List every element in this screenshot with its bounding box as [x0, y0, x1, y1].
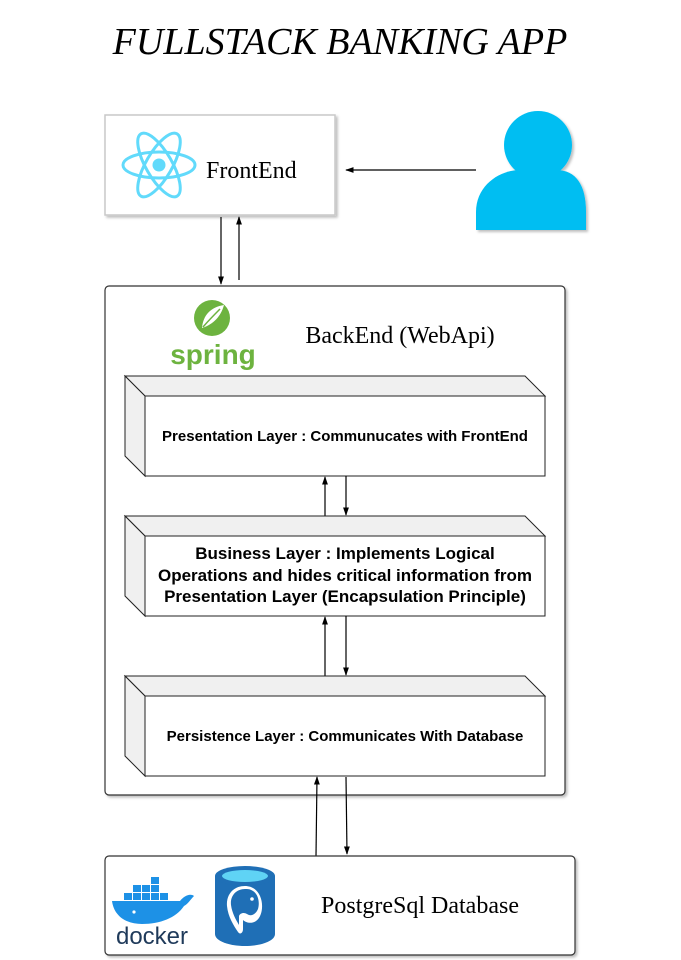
arrow-persistence-to-database: [343, 776, 350, 855]
postgres-database-icon: [215, 866, 275, 946]
persistence-layer-label: Persistence Layer : Communicates With Da…: [167, 728, 524, 745]
spring-leaf-icon: [194, 300, 230, 336]
spring-logo: spring: [170, 300, 256, 370]
arrow-database-to-persistence: [313, 776, 320, 857]
business-layer-label-line2: Operations and hides critical informatio…: [158, 566, 532, 585]
react-atom-icon: [121, 131, 197, 199]
business-layer: Business Layer : Implements Logical Oper…: [123, 514, 547, 618]
spring-logo-text: spring: [170, 339, 256, 370]
persistence-layer: Persistence Layer : Communicates With Da…: [123, 674, 547, 778]
backend-label: BackEnd (WebApi): [305, 323, 494, 349]
presentation-layer-label: Presentation Layer : Communucates with F…: [162, 428, 528, 445]
frontend-label: FrontEnd: [206, 158, 297, 184]
docker-logo: docker: [112, 877, 194, 950]
diagram-title: FULLSTACK BANKING APP: [112, 21, 568, 63]
database-label: PostgreSql Database: [321, 893, 519, 919]
business-layer-label-line3: Presentation Layer (Encapsulation Princi…: [164, 587, 526, 606]
backend-box: spring BackEnd (WebApi) Presentation Lay…: [104, 285, 566, 796]
presentation-layer: Presentation Layer : Communucates with F…: [123, 374, 547, 478]
docker-logo-text: docker: [116, 923, 188, 950]
docker-whale-icon: [112, 877, 194, 924]
database-box: docker PostgreSql Database: [104, 855, 576, 956]
user-person-icon: [476, 111, 586, 230]
frontend-box: FrontEnd: [104, 114, 336, 216]
business-layer-label-line1: Business Layer : Implements Logical: [195, 544, 494, 563]
